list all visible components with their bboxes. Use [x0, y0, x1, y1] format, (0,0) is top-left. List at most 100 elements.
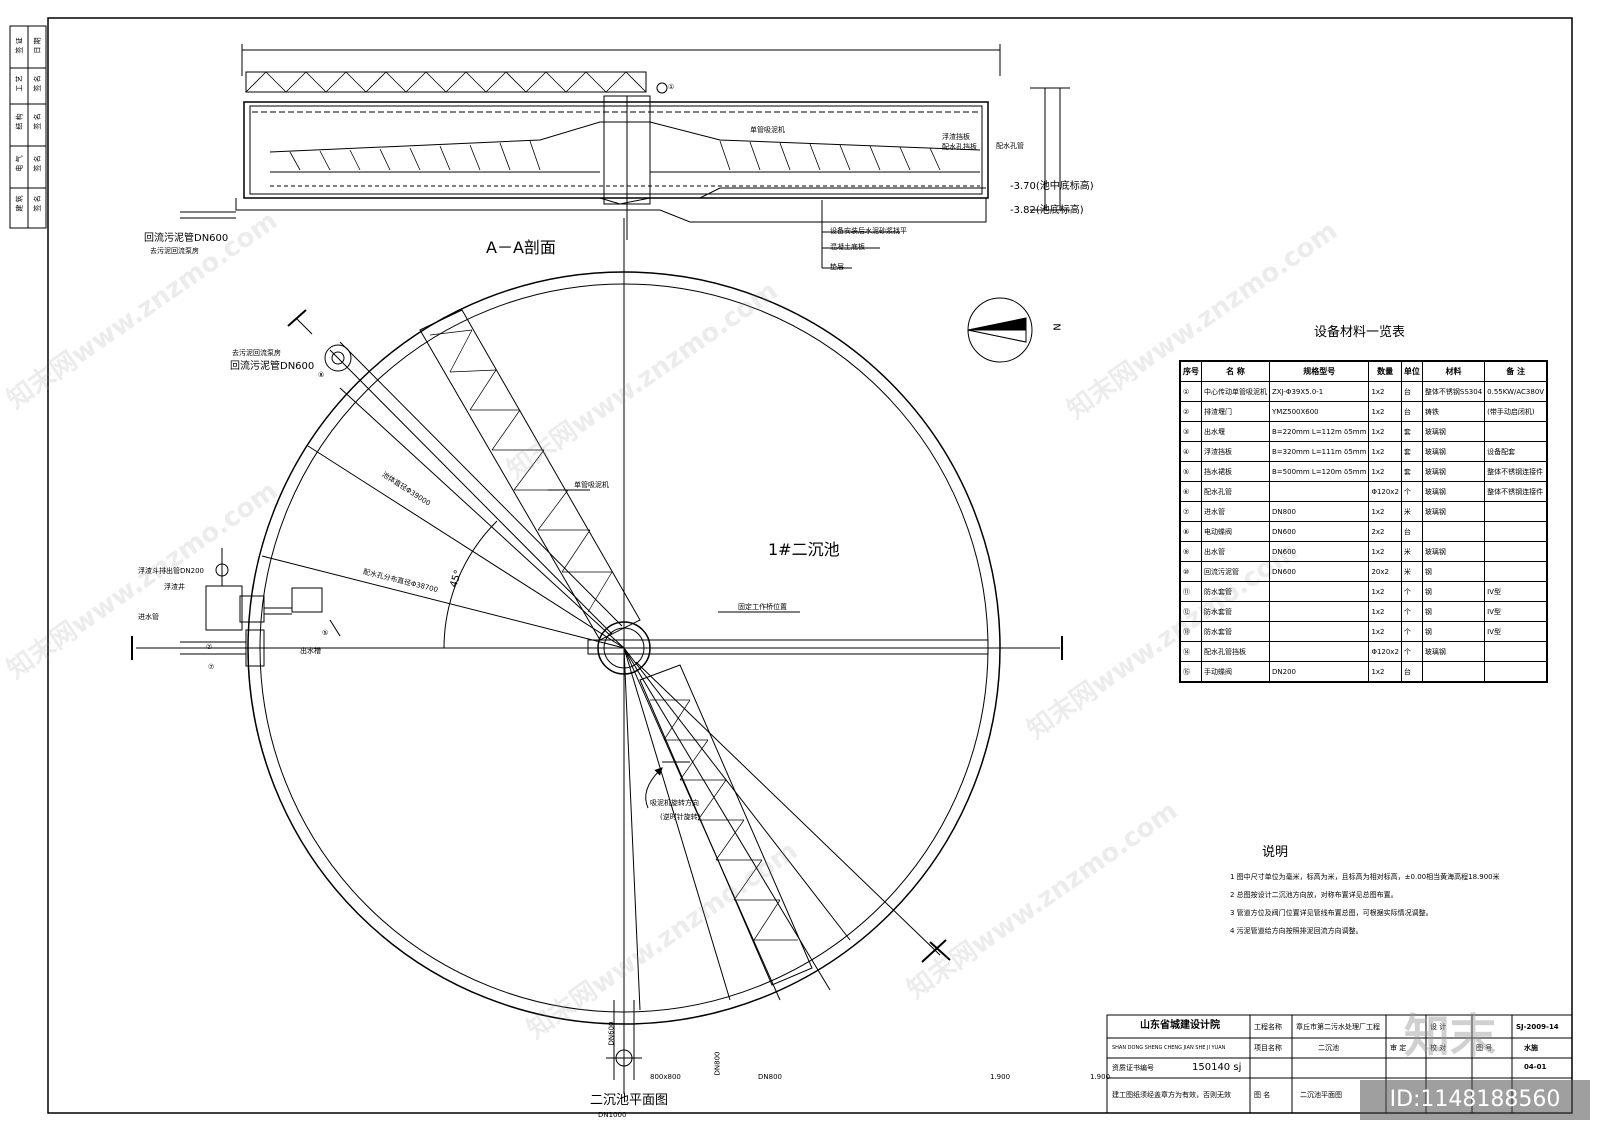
elevation-label: 1.900 [1090, 1073, 1111, 1081]
table-cell: 整体不锈钢SS304 [1421, 381, 1486, 402]
table-cell: ③ [1179, 421, 1202, 442]
table-cell: 浮渣挡板 [1201, 441, 1270, 462]
table-cell: IV型 [1484, 601, 1548, 622]
sidebar-cell: 签 名 [33, 195, 42, 212]
drawing-name: 二沉池平面图 [1300, 1091, 1342, 1099]
elevation-label: 1.900 [990, 1073, 1011, 1081]
sidebar-cell: 签 证 [15, 37, 24, 54]
table-cell: 个 [1400, 481, 1423, 502]
table-header: 序号 [1179, 360, 1202, 382]
callout: ⑧ [318, 371, 325, 379]
plan-label: 单管吸泥机 [574, 481, 609, 489]
table-cell: ⑩ [1179, 561, 1202, 582]
table-cell: 1x2 [1368, 461, 1402, 482]
sidebar-cell: 电 气 [15, 155, 24, 172]
table-cell: ⑬ [1179, 621, 1202, 642]
section-label: 配水孔挡板 [942, 143, 977, 151]
table-cell: 钢 [1421, 601, 1486, 622]
table-cell: 个 [1400, 641, 1423, 662]
section-label: 配水孔管 [996, 142, 1024, 150]
table-cell: Φ120x2 [1368, 481, 1402, 502]
plan-label: 吸泥机旋转方向 [650, 799, 699, 807]
drawing-number: SJ-2009-14 [1516, 1023, 1559, 1031]
project-name: 章丘市第二污水处理厂工程 [1296, 1023, 1380, 1031]
pipe-label: 回流污泥管DN600 [230, 361, 315, 372]
table-cell: (带手动启闭机) [1484, 401, 1548, 422]
table-cell: ② [1179, 401, 1202, 422]
table-cell: ⑨ [1179, 541, 1202, 562]
check-label: 校 对 [1430, 1044, 1447, 1052]
table-header: 规格型号 [1268, 360, 1370, 382]
note-item: 4 污泥管道给方向按照排泥回流方向调整。 [1230, 927, 1363, 935]
pool-name: 1#二沉池 [768, 540, 840, 559]
audit-label: 审 定 [1390, 1044, 1407, 1052]
sidebar-cell: 签 名 [33, 155, 42, 172]
plan-view [131, 218, 1063, 1094]
table-cell: DN600 [1268, 541, 1370, 562]
elevation-label: -3.82(池底标高) [1010, 205, 1084, 216]
elevation-label: -3.70(池中底标高) [1010, 181, 1094, 192]
table-cell [1484, 501, 1548, 522]
table-cell: IV型 [1484, 621, 1548, 642]
institute-en: SHAN DONG SHENG CHENG JIAN SHE JI YUAN [1112, 1045, 1226, 1051]
sheet-border [47, 17, 1573, 1114]
table-cell: 1x2 [1368, 421, 1402, 442]
table-cell: 个 [1400, 581, 1423, 602]
table-header: 数量 [1368, 360, 1402, 382]
table-cell: ① [1179, 381, 1202, 402]
table-header: 材料 [1421, 360, 1486, 382]
table-cell: 挡水裙板 [1201, 461, 1270, 482]
table-cell [1268, 641, 1370, 662]
item-label: 项目名称 [1254, 1044, 1282, 1052]
callout: ⑦ [208, 663, 215, 671]
layer-label: 混凝土底板 [830, 243, 865, 251]
table-cell: 电动蝶阀 [1201, 521, 1270, 542]
plan-label: 固定工作桥位置 [738, 603, 787, 611]
table-cell: YMZ500X600 [1268, 401, 1370, 422]
plan-title: 二沉池平面图 [590, 1093, 669, 1108]
table-cell: 防水套管 [1201, 581, 1270, 602]
drawing-label: 图 名 [1254, 1091, 1271, 1099]
table-cell: ZXJ-Φ39X5.0-1 [1268, 381, 1370, 402]
section-title: A－A剖面 [486, 238, 556, 257]
table-cell: 玻璃钢 [1421, 501, 1486, 522]
table-cell: B=500mm L=120m δ5mm [1268, 461, 1370, 482]
table-cell: 玻璃钢 [1421, 481, 1486, 502]
table-cell: B=320mm L=111m δ5mm [1268, 441, 1370, 462]
table-cell: 玻璃钢 [1421, 461, 1486, 482]
pipe-label: DN800 [713, 1051, 722, 1076]
watermark-id: ID:1148188560 [1360, 1080, 1590, 1120]
table-cell: 玻璃钢 [1421, 641, 1486, 662]
sidebar-cell: 结 构 [15, 113, 24, 130]
watermark-logo: 知末 [1404, 1009, 1496, 1063]
table-cell: 1x2 [1368, 621, 1402, 642]
table-cell: 套 [1400, 441, 1423, 462]
cert-label: 资质证书编号 [1112, 1064, 1154, 1072]
note-item: 2 总图按设计二沉池方向放，对称布置详见总图布置。 [1230, 891, 1398, 899]
project-label: 工程名称 [1254, 1023, 1282, 1031]
table-cell [1484, 561, 1548, 582]
table-cell: 1x2 [1368, 581, 1402, 602]
table-cell: ⑪ [1179, 581, 1202, 602]
table-cell: ⑤ [1179, 461, 1202, 482]
table-cell: DN800 [1268, 501, 1370, 522]
callout: ② [206, 643, 213, 651]
table-cell [1484, 541, 1548, 562]
pipe-label: DN1000 [598, 1111, 627, 1119]
table-cell: 台 [1400, 521, 1423, 542]
table-cell: 铸铁 [1421, 401, 1486, 422]
table-cell: 整体不锈钢连接件 [1484, 481, 1548, 502]
table-cell: B=220mm L=112m δ5mm [1268, 421, 1370, 442]
